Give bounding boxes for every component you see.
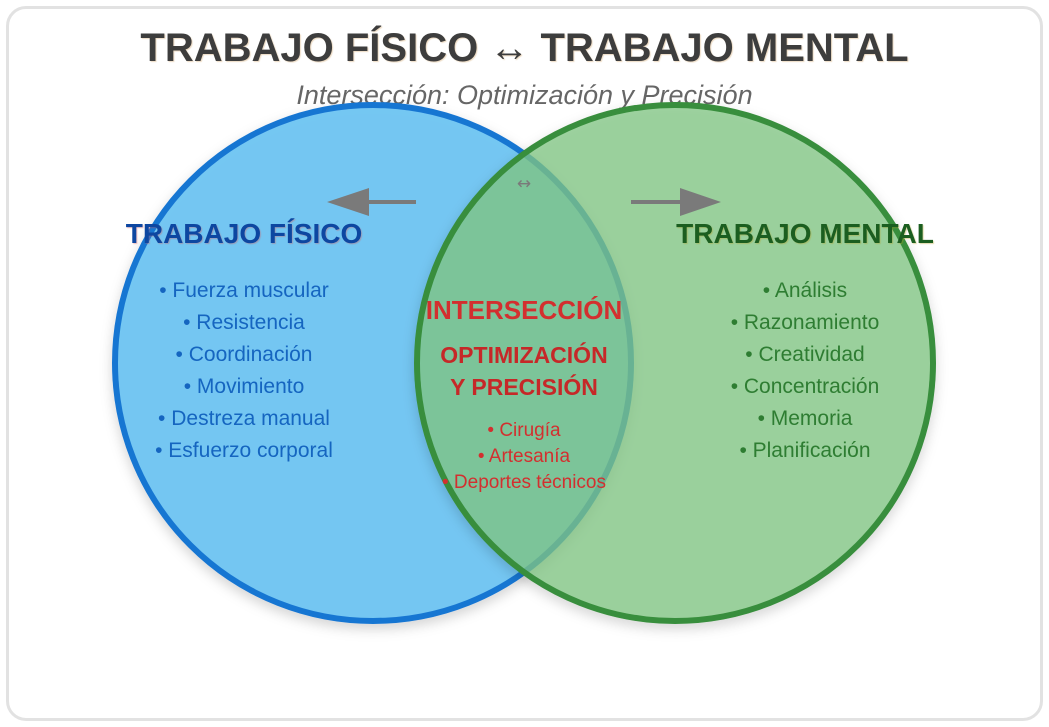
list-item: • Deportes técnicos (441, 472, 606, 493)
bidirectional-arrow-icon: ↔ (516, 174, 532, 194)
mental-work-circle (414, 102, 936, 624)
list-item: • Fuerza muscular (159, 279, 329, 302)
list-item: • Cirugía (487, 420, 561, 441)
arrow-right-icon (631, 188, 721, 216)
intersection-subheading-line: Y PRECISIÓN (450, 374, 598, 400)
physical-work-heading: TRABAJO FÍSICO (125, 218, 363, 249)
list-item: • Esfuerzo corporal (155, 439, 333, 462)
list-item: • Resistencia (183, 311, 305, 334)
list-item: • Artesanía (477, 446, 571, 467)
list-item: • Coordinación (175, 343, 313, 366)
intersection-subheading: OPTIMIZACIÓN Y PRECISIÓN (404, 339, 644, 403)
list-item: • Análisis (762, 279, 848, 302)
list-item: • Memoria (757, 407, 853, 430)
physical-work-list: • Fuerza muscular • Resistencia • Coordi… (104, 275, 384, 467)
mental-work-list: • Análisis • Razonamiento • Creatividad … (665, 275, 945, 467)
intersection-heading: INTERSECCIÓN (425, 295, 623, 325)
list-item: • Concentración (730, 375, 880, 398)
mental-work-heading: TRABAJO MENTAL (676, 218, 934, 249)
diagram-title: TRABAJO FÍSICO ↔ TRABAJO MENTAL (140, 26, 909, 70)
list-item: • Creatividad (745, 343, 865, 366)
list-item: • Planificación (739, 439, 871, 462)
list-item: • Razonamiento (730, 311, 880, 334)
arrow-left-icon (327, 188, 416, 216)
intersection-list: • Cirugía • Artesanía • Deportes técnico… (404, 418, 644, 496)
list-item: • Movimiento (183, 375, 305, 398)
list-item: • Destreza manual (158, 407, 330, 430)
intersection-subheading-line: OPTIMIZACIÓN (440, 342, 608, 368)
